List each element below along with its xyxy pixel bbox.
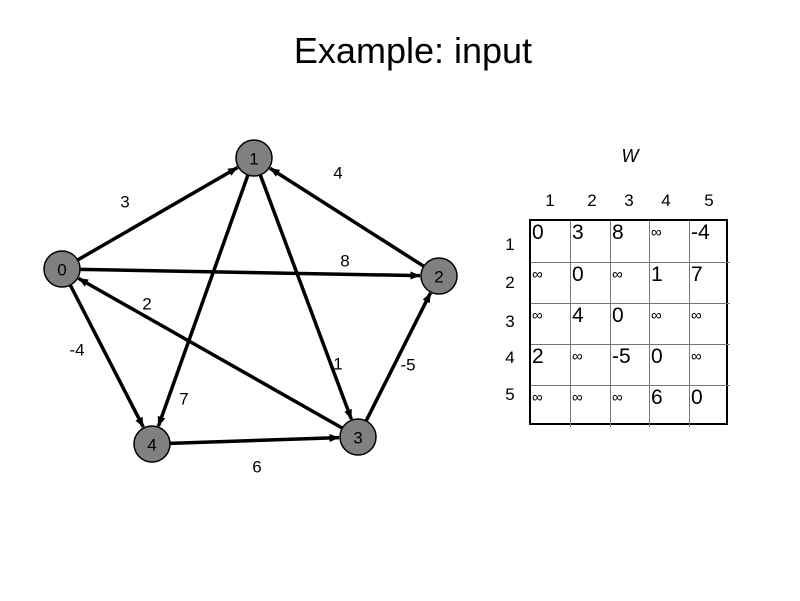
edge-weight-1-to-4: 7	[179, 390, 188, 409]
matrix-col-header: 4	[661, 191, 671, 210]
matrix-cell-r2-c3: ∞	[611, 263, 650, 304]
matrix-row-header: 1	[505, 235, 515, 254]
matrix-col-header: 1	[545, 191, 555, 210]
edge-weight-1-to-3: 1	[333, 355, 342, 374]
matrix-cell-r3-c3: 0	[611, 304, 650, 345]
matrix-cell-r4-c1: 2	[531, 345, 571, 386]
matrix-col-header: 2	[587, 191, 597, 210]
edge-3-to-0	[77, 276, 344, 430]
edge-2-to-1	[269, 166, 425, 268]
edge-weight-3-to-0: 2	[142, 295, 151, 314]
matrix-cell-r1-c1: 0	[531, 221, 571, 263]
node-label: 4	[147, 436, 156, 455]
matrix-cell-r5-c4: 6	[650, 386, 690, 427]
matrix-cell-r4-c5: ∞	[690, 345, 730, 386]
edge-weight-2-to-1: 4	[333, 164, 342, 183]
matrix-cell-r3-c4: ∞	[650, 304, 690, 345]
node-label: 2	[434, 268, 443, 287]
node-label: 0	[57, 261, 66, 280]
matrix-cell-r3-c2: 4	[571, 304, 611, 345]
slide-title: Example: input	[293, 30, 533, 71]
node-4: 4	[133, 425, 171, 463]
matrix-cell-r2-c4: 1	[650, 263, 690, 304]
matrix-cell-r3-c1: ∞	[531, 304, 571, 345]
edge-1-to-3	[258, 174, 354, 420]
edge-0-to-2	[79, 267, 421, 280]
matrix-cell-r2-c1: ∞	[531, 263, 571, 304]
matrix-label: W	[621, 146, 639, 166]
node-circle	[235, 139, 273, 177]
edge-weight-0-to-2: 8	[340, 252, 349, 271]
matrix-cell-r1-c5: -4	[690, 221, 730, 263]
node-0: 0	[43, 250, 81, 288]
matrix-row-header: 2	[505, 273, 515, 292]
matrix-row-header: 4	[505, 348, 515, 367]
node-circle	[420, 257, 458, 295]
edges-layer	[68, 165, 433, 446]
edge-weight-0-to-4: -4	[69, 341, 84, 360]
node-3: 3	[339, 418, 377, 456]
edge-weight-4-to-3: 6	[252, 458, 261, 477]
matrix-cell-r4-c4: 0	[650, 345, 690, 386]
edge-weight-3-to-2: -5	[400, 356, 415, 375]
node-label: 1	[249, 150, 258, 169]
matrix-cell-r2-c2: 0	[571, 263, 611, 304]
matrix-row-header: 5	[505, 385, 515, 404]
matrix-cell-r1-c2: 3	[571, 221, 611, 263]
node-circle	[339, 418, 377, 456]
nodes-layer: 0 1 2 3 4	[43, 139, 458, 463]
node-label: 3	[353, 429, 362, 448]
matrix-cell-r4-c2: ∞	[571, 345, 611, 386]
matrix-cell-r5-c3: ∞	[611, 386, 650, 427]
matrix-row-header: 3	[505, 312, 515, 331]
matrix-col-header: 3	[624, 191, 634, 210]
weights-layer: 3 8 -4 7 1 4 2 -5 6	[69, 164, 415, 477]
matrix-cell-r5-c5: 0	[691, 386, 703, 409]
node-circle	[133, 425, 171, 463]
edge-3-to-2	[364, 292, 433, 422]
matrix-col-header: 5	[704, 191, 714, 210]
matrix-cell-r5-c2: ∞	[571, 386, 611, 427]
matrix-cell-r3-c5: ∞	[690, 304, 730, 345]
matrix-cell-r4-c3: -5	[611, 345, 650, 386]
matrix-cell-r2-c5: 7	[690, 263, 730, 304]
node-circle	[43, 250, 81, 288]
edge-4-to-3	[169, 433, 340, 446]
edge-1-to-4	[156, 174, 250, 427]
edge-weight-0-to-1: 3	[120, 193, 129, 212]
matrix-cell-r5-c1: ∞	[531, 386, 571, 427]
node-2: 2	[420, 257, 458, 295]
matrix-cell-r1-c4: ∞	[650, 221, 690, 263]
node-1: 1	[235, 139, 273, 177]
edge-0-to-1	[76, 165, 239, 262]
edge-0-to-4	[68, 284, 145, 428]
matrix-cell-r1-c3: 8	[611, 221, 650, 263]
